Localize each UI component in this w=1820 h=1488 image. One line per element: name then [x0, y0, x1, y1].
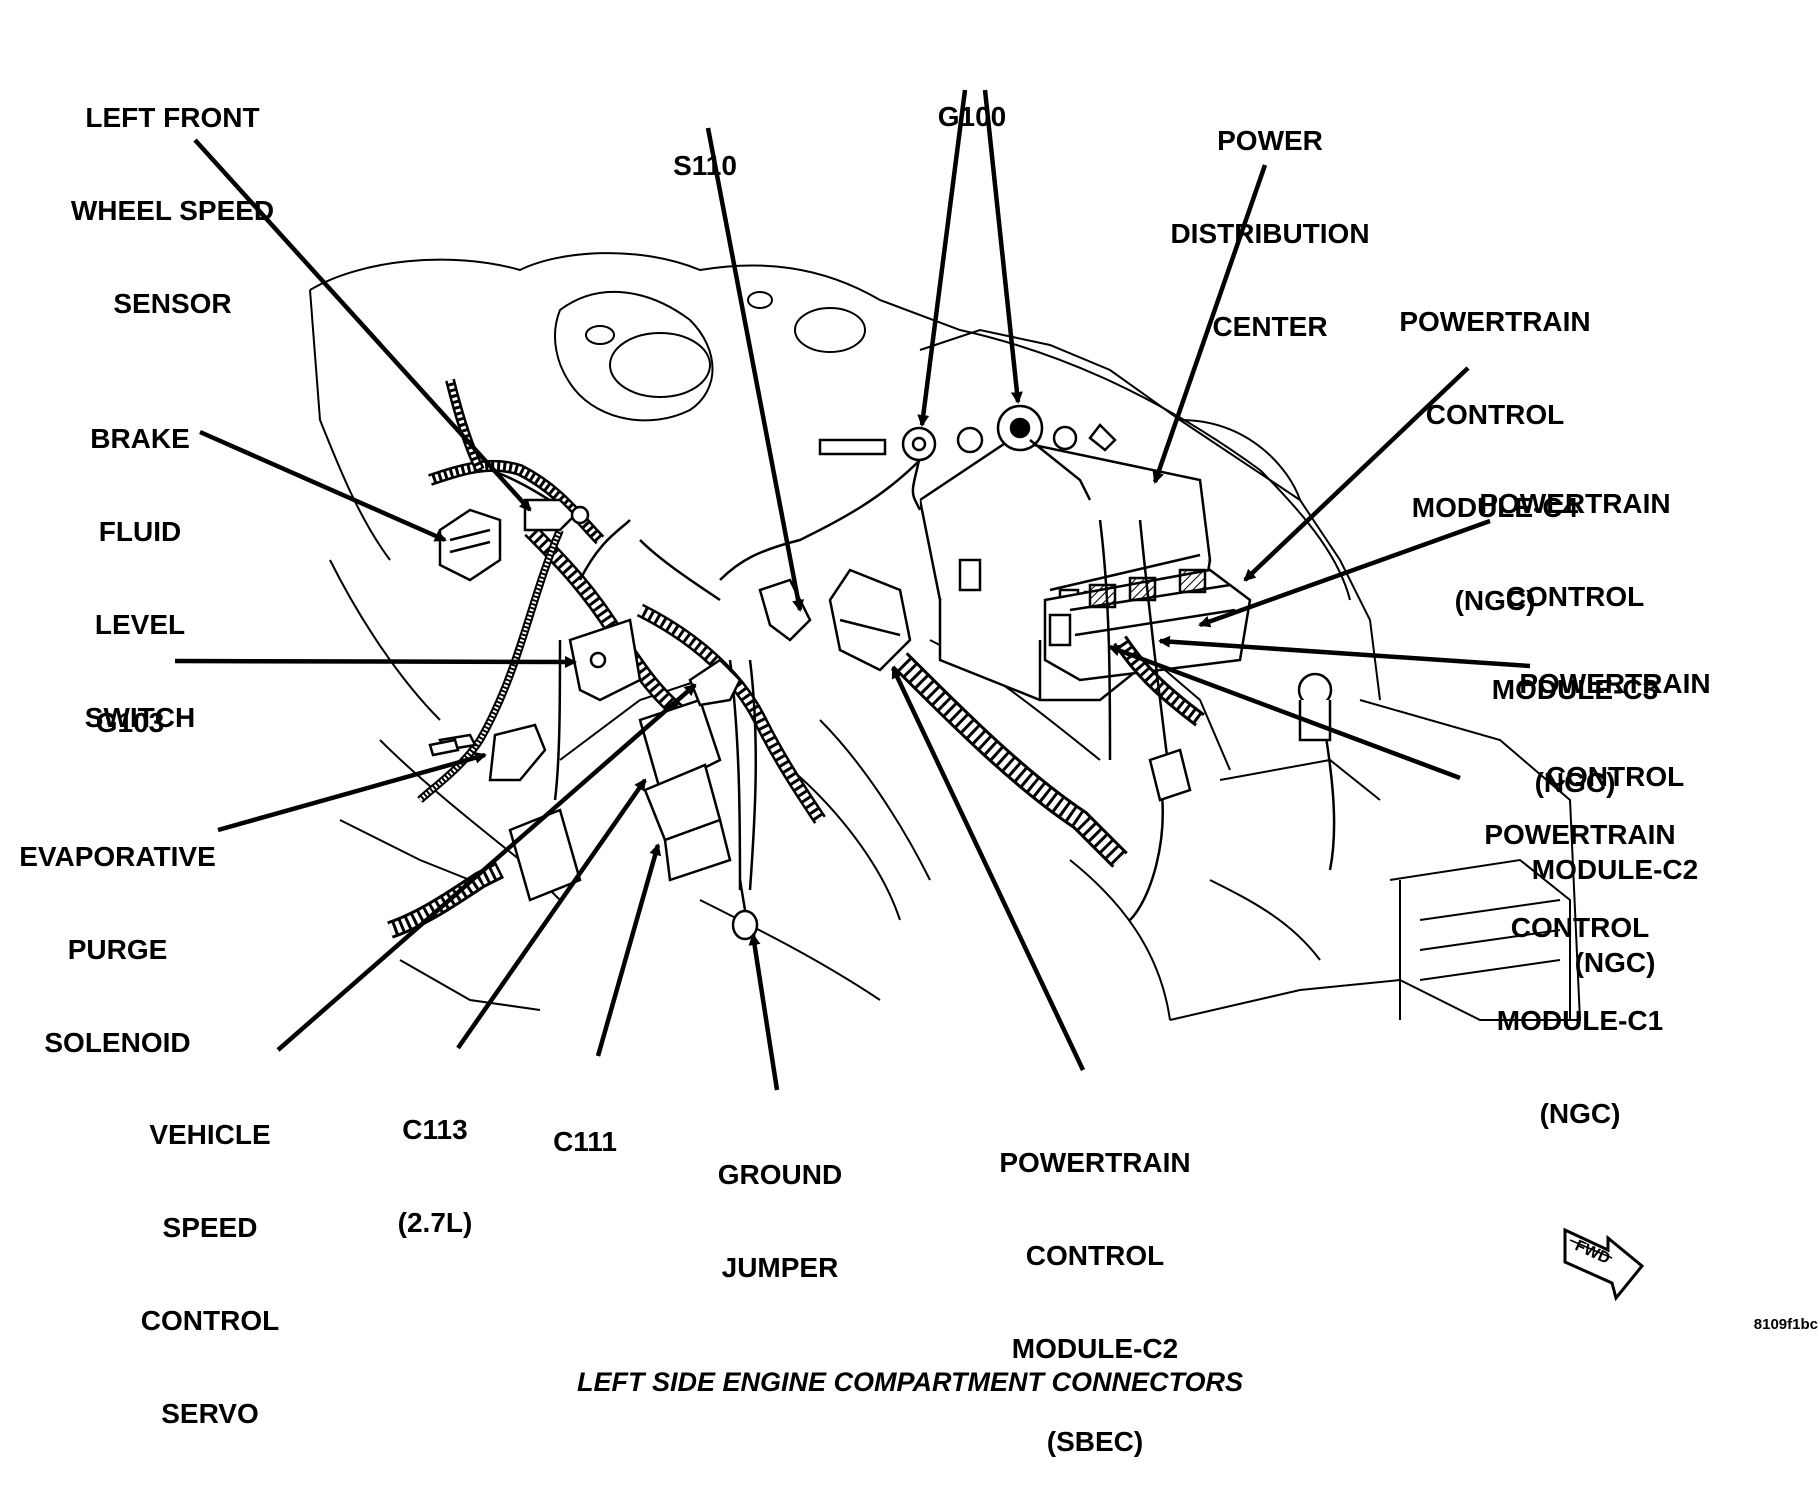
fwd-arrow-icon: [1563, 1227, 1645, 1302]
leader-g100-a: [917, 89, 968, 427]
leader-pcm-c2-ngc: [1158, 635, 1531, 669]
figure-id: 8109f1bc: [1753, 1316, 1818, 1333]
label-ground-jumper: GROUND JUMPER: [717, 1159, 843, 1283]
wiring-harness: [387, 378, 1205, 939]
engine-illustration: [174, 89, 1645, 1302]
label-pcm-c4-ngc: POWERTRAIN CONTROL MODULE-C4 (NGC): [1399, 306, 1591, 616]
figure-caption: LEFT SIDE ENGINE COMPARTMENT CONNECTORS: [576, 1367, 1244, 1397]
leader-c113: [456, 778, 647, 1050]
label-c113: C113 (2.7L): [397, 1114, 473, 1238]
leader-s110: [705, 127, 805, 612]
leader-pcm-c2-sbec: [890, 666, 1086, 1071]
label-g100: G100: [937, 101, 1007, 132]
leader-pcm-c1-ngc: [1108, 644, 1461, 781]
label-pcm-c2-sbec: POWERTRAIN CONTROL MODULE-C2 (SBEC): [999, 1147, 1191, 1457]
leader-vehicle-speed-control-servo: [276, 683, 697, 1052]
leader-left-front-wheel-speed-sensor: [193, 138, 532, 512]
leader-c111: [595, 843, 662, 1057]
leader-g100-b: [982, 89, 1023, 404]
leader-lines: [174, 89, 1531, 1091]
leader-ground-jumper: [748, 933, 780, 1091]
leader-pcm-c3-ngc: [1198, 518, 1491, 628]
label-evaporative-purge-solenoid: EVAPORATIVE PURGE SOLENOID: [19, 841, 216, 1058]
label-s110: S110: [673, 150, 737, 181]
label-g103: G103: [95, 707, 165, 738]
label-pcm-c2-ngc: POWERTRAIN CONTROL MODULE-C2 (NGC): [1519, 668, 1711, 978]
leader-pcm-c4-ngc: [1243, 366, 1470, 582]
diagram-page: LEFT FRONT WHEEL SPEED SENSOR S110 G100 …: [19, 89, 1818, 1457]
label-pcm-c3-ngc: POWERTRAIN CONTROL MODULE-C3 (NGC): [1479, 488, 1671, 798]
leader-evaporative-purge-solenoid: [217, 751, 487, 833]
label-c111: C111: [553, 1126, 617, 1157]
label-power-distribution-center: POWER DISTRIBUTION CENTER: [1170, 125, 1370, 342]
leader-g103: [174, 655, 577, 668]
g100-ground-studs: [818, 404, 1117, 511]
label-left-front-wheel-speed-sensor: LEFT FRONT WHEEL SPEED SENSOR: [70, 102, 275, 319]
label-pcm-c1-ngc: POWERTRAIN CONTROL MODULE-C1 (NGC): [1484, 819, 1676, 1129]
leader-brake-fluid-level-switch: [199, 429, 447, 543]
wires: [489, 459, 1336, 921]
leader-power-distribution-center: [1152, 164, 1268, 484]
pcm-connector-block: [1043, 568, 1252, 682]
engine-compartment-outline: [309, 252, 1582, 1021]
label-vehicle-speed-control-servo: VEHICLE SPEED CONTROL SERVO: [140, 1119, 280, 1429]
label-brake-fluid-level-switch: BRAKE FLUID LEVEL SWITCH: [84, 423, 196, 733]
